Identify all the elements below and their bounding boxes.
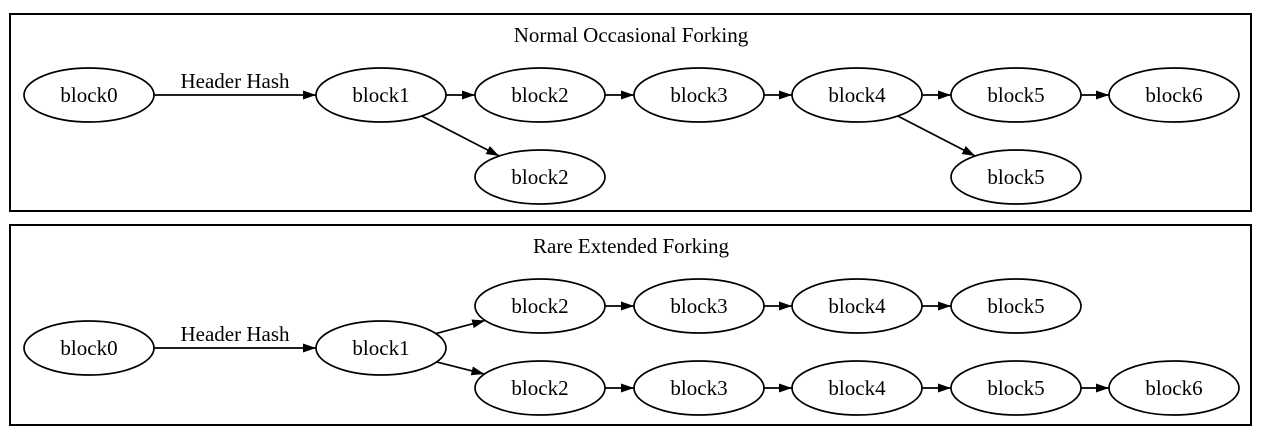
node-label-block4: block4	[828, 83, 886, 107]
node-block5	[950, 67, 1082, 123]
node-block5-fork	[950, 149, 1082, 205]
node-label-block5: block5	[987, 83, 1044, 107]
node-label-block2-bottom: block2	[511, 376, 568, 400]
node-block2-top	[474, 278, 606, 334]
node-label-block0: block0	[60, 83, 117, 107]
edge-block1-to-block2-fork	[421, 115, 500, 157]
diagram-title: Normal Occasional Forking	[514, 23, 749, 47]
node-block6-bottom	[1108, 360, 1240, 416]
node-block4-top	[791, 278, 923, 334]
node-block3-top	[633, 278, 765, 334]
node-label-block5-top: block5	[987, 294, 1044, 318]
node-block5-bottom	[950, 360, 1082, 416]
edge-label-header-hash: Header Hash	[180, 69, 290, 93]
diagram-title: Rare Extended Forking	[533, 234, 729, 258]
node-block3-bottom	[633, 360, 765, 416]
node-label-block3-top: block3	[670, 294, 727, 318]
node-block2-bottom	[474, 360, 606, 416]
node-label-block2-fork: block2	[511, 165, 568, 189]
node-label-block1: block1	[352, 336, 409, 360]
node-label-block0: block0	[60, 336, 117, 360]
edge-label-header-hash: Header Hash	[180, 322, 290, 346]
edge-block1-to-block2-bottom	[436, 361, 485, 376]
node-label-block4-top: block4	[828, 294, 886, 318]
node-label-block6: block6	[1145, 83, 1202, 107]
node-block5-top	[950, 278, 1082, 334]
edge-block1-to-block2-top	[435, 319, 486, 335]
node-block4	[791, 67, 923, 123]
node-label-block2-top: block2	[511, 294, 568, 318]
node-label-block6-bottom: block6	[1145, 376, 1202, 400]
node-label-block3-bottom: block3	[670, 376, 727, 400]
node-block1	[315, 67, 447, 123]
node-label-block4-bottom: block4	[828, 376, 886, 400]
node-label-block5-bottom: block5	[987, 376, 1044, 400]
node-block3	[633, 67, 765, 123]
node-block4-bottom	[791, 360, 923, 416]
node-block6	[1108, 67, 1240, 123]
node-block2-fork	[474, 149, 606, 205]
node-block2	[474, 67, 606, 123]
node-label-block5-fork: block5	[987, 165, 1044, 189]
edge-block4-to-block5-fork	[897, 115, 976, 157]
node-label-block2: block2	[511, 83, 568, 107]
node-label-block1: block1	[352, 83, 409, 107]
node-block0	[23, 320, 155, 376]
node-block1	[315, 320, 447, 376]
node-block0	[23, 67, 155, 123]
node-label-block3: block3	[670, 83, 727, 107]
